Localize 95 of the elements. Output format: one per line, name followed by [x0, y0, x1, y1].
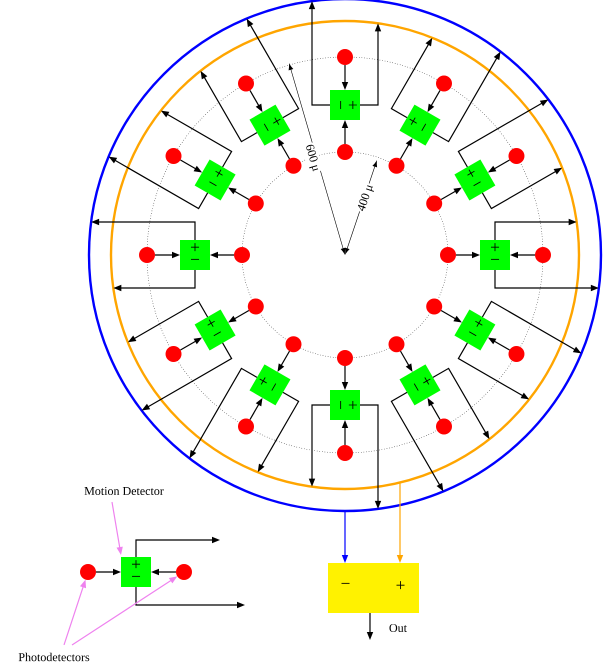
arrow	[360, 23, 382, 106]
arrow	[456, 252, 480, 258]
arrow	[246, 18, 300, 118]
arrow	[390, 392, 444, 492]
output-box: − +	[328, 563, 419, 613]
arrow	[390, 38, 432, 118]
leader-line	[72, 576, 178, 646]
arrow	[440, 188, 462, 200]
photodetector-dot	[176, 564, 192, 580]
arrow	[432, 368, 490, 440]
photodetector-dot	[436, 418, 452, 434]
arrow	[342, 420, 348, 445]
arrow	[258, 392, 300, 472]
detector-square: + −	[121, 557, 151, 587]
arrow	[96, 568, 121, 576]
arrow	[440, 310, 462, 322]
photodetector-dot	[388, 158, 404, 174]
arrow	[458, 342, 530, 400]
arrow	[155, 252, 180, 258]
arrow	[151, 568, 176, 576]
detector-square: + −	[480, 240, 510, 270]
arrow	[308, 404, 330, 487]
photodetector-dot	[440, 247, 456, 263]
arrow	[342, 511, 348, 563]
detector-square: + −	[330, 90, 360, 120]
arrow	[342, 65, 348, 90]
photodetector-dot	[238, 76, 254, 92]
photodetector-dot	[426, 196, 442, 212]
arrow	[342, 120, 348, 144]
arrow	[360, 404, 382, 509]
detector-square: + −	[180, 240, 210, 270]
photodetector-dot	[286, 336, 302, 352]
dimension-label: 400 μ	[355, 182, 377, 214]
arrow	[488, 338, 510, 351]
arrow	[210, 252, 234, 258]
photodetector-dot	[337, 445, 353, 461]
arrow	[278, 350, 290, 372]
arrow	[108, 156, 208, 210]
arrow	[249, 398, 262, 420]
arrow	[428, 90, 441, 112]
photodetector-dot	[436, 76, 452, 92]
arrow	[428, 398, 441, 420]
text-label: Out	[389, 624, 407, 632]
arrow	[342, 366, 348, 390]
text-label: Photodetectors	[18, 652, 90, 662]
arrow	[180, 338, 202, 351]
photodetector-dot	[234, 247, 250, 263]
photodetector-dot	[238, 418, 254, 434]
arrow	[113, 270, 196, 292]
photodetector-dot	[166, 346, 182, 362]
arrow	[128, 300, 208, 342]
photodetector-dot	[337, 144, 353, 160]
photodetector-dot	[388, 336, 404, 352]
arrow	[135, 587, 245, 608]
photodetector-dot	[337, 49, 353, 65]
arrow	[190, 368, 258, 458]
leader-line	[63, 580, 86, 646]
photodetector-dot	[286, 158, 302, 174]
arrow	[400, 350, 412, 372]
photodetector-dot	[508, 148, 524, 164]
arrow	[249, 90, 262, 112]
arrow	[308, 1, 330, 106]
arrow	[366, 613, 374, 640]
arrow	[228, 188, 250, 200]
arrow	[510, 252, 535, 258]
arrow	[135, 536, 220, 557]
photodetector-dot	[337, 350, 353, 366]
arrow	[160, 110, 232, 168]
photodetector-dot	[535, 247, 551, 263]
arrow	[396, 482, 404, 563]
arrow	[488, 159, 510, 172]
photodetector-dot	[139, 247, 155, 263]
arrow	[432, 52, 500, 142]
arrow	[200, 70, 258, 142]
arrow	[400, 138, 412, 160]
arrow	[458, 100, 548, 168]
arrow	[482, 168, 562, 210]
photodetector-dot	[80, 564, 96, 580]
photodetector-dot	[248, 298, 264, 314]
arrow	[228, 310, 250, 322]
detector-square: + −	[330, 390, 360, 420]
arrow	[91, 218, 196, 240]
dimension-label: 600 μ	[302, 142, 322, 174]
arrow	[278, 138, 290, 160]
arrow	[494, 270, 599, 292]
photodetector-dot	[166, 148, 182, 164]
arrow	[180, 159, 202, 172]
arrow	[482, 300, 582, 354]
arrow	[494, 218, 577, 240]
photodetector-dot	[508, 346, 524, 362]
text-label: Motion Detector	[84, 486, 164, 496]
photodetector-dot	[248, 196, 264, 212]
photodetector-dot	[426, 298, 442, 314]
leader-line	[111, 502, 123, 555]
arrow	[142, 342, 232, 410]
